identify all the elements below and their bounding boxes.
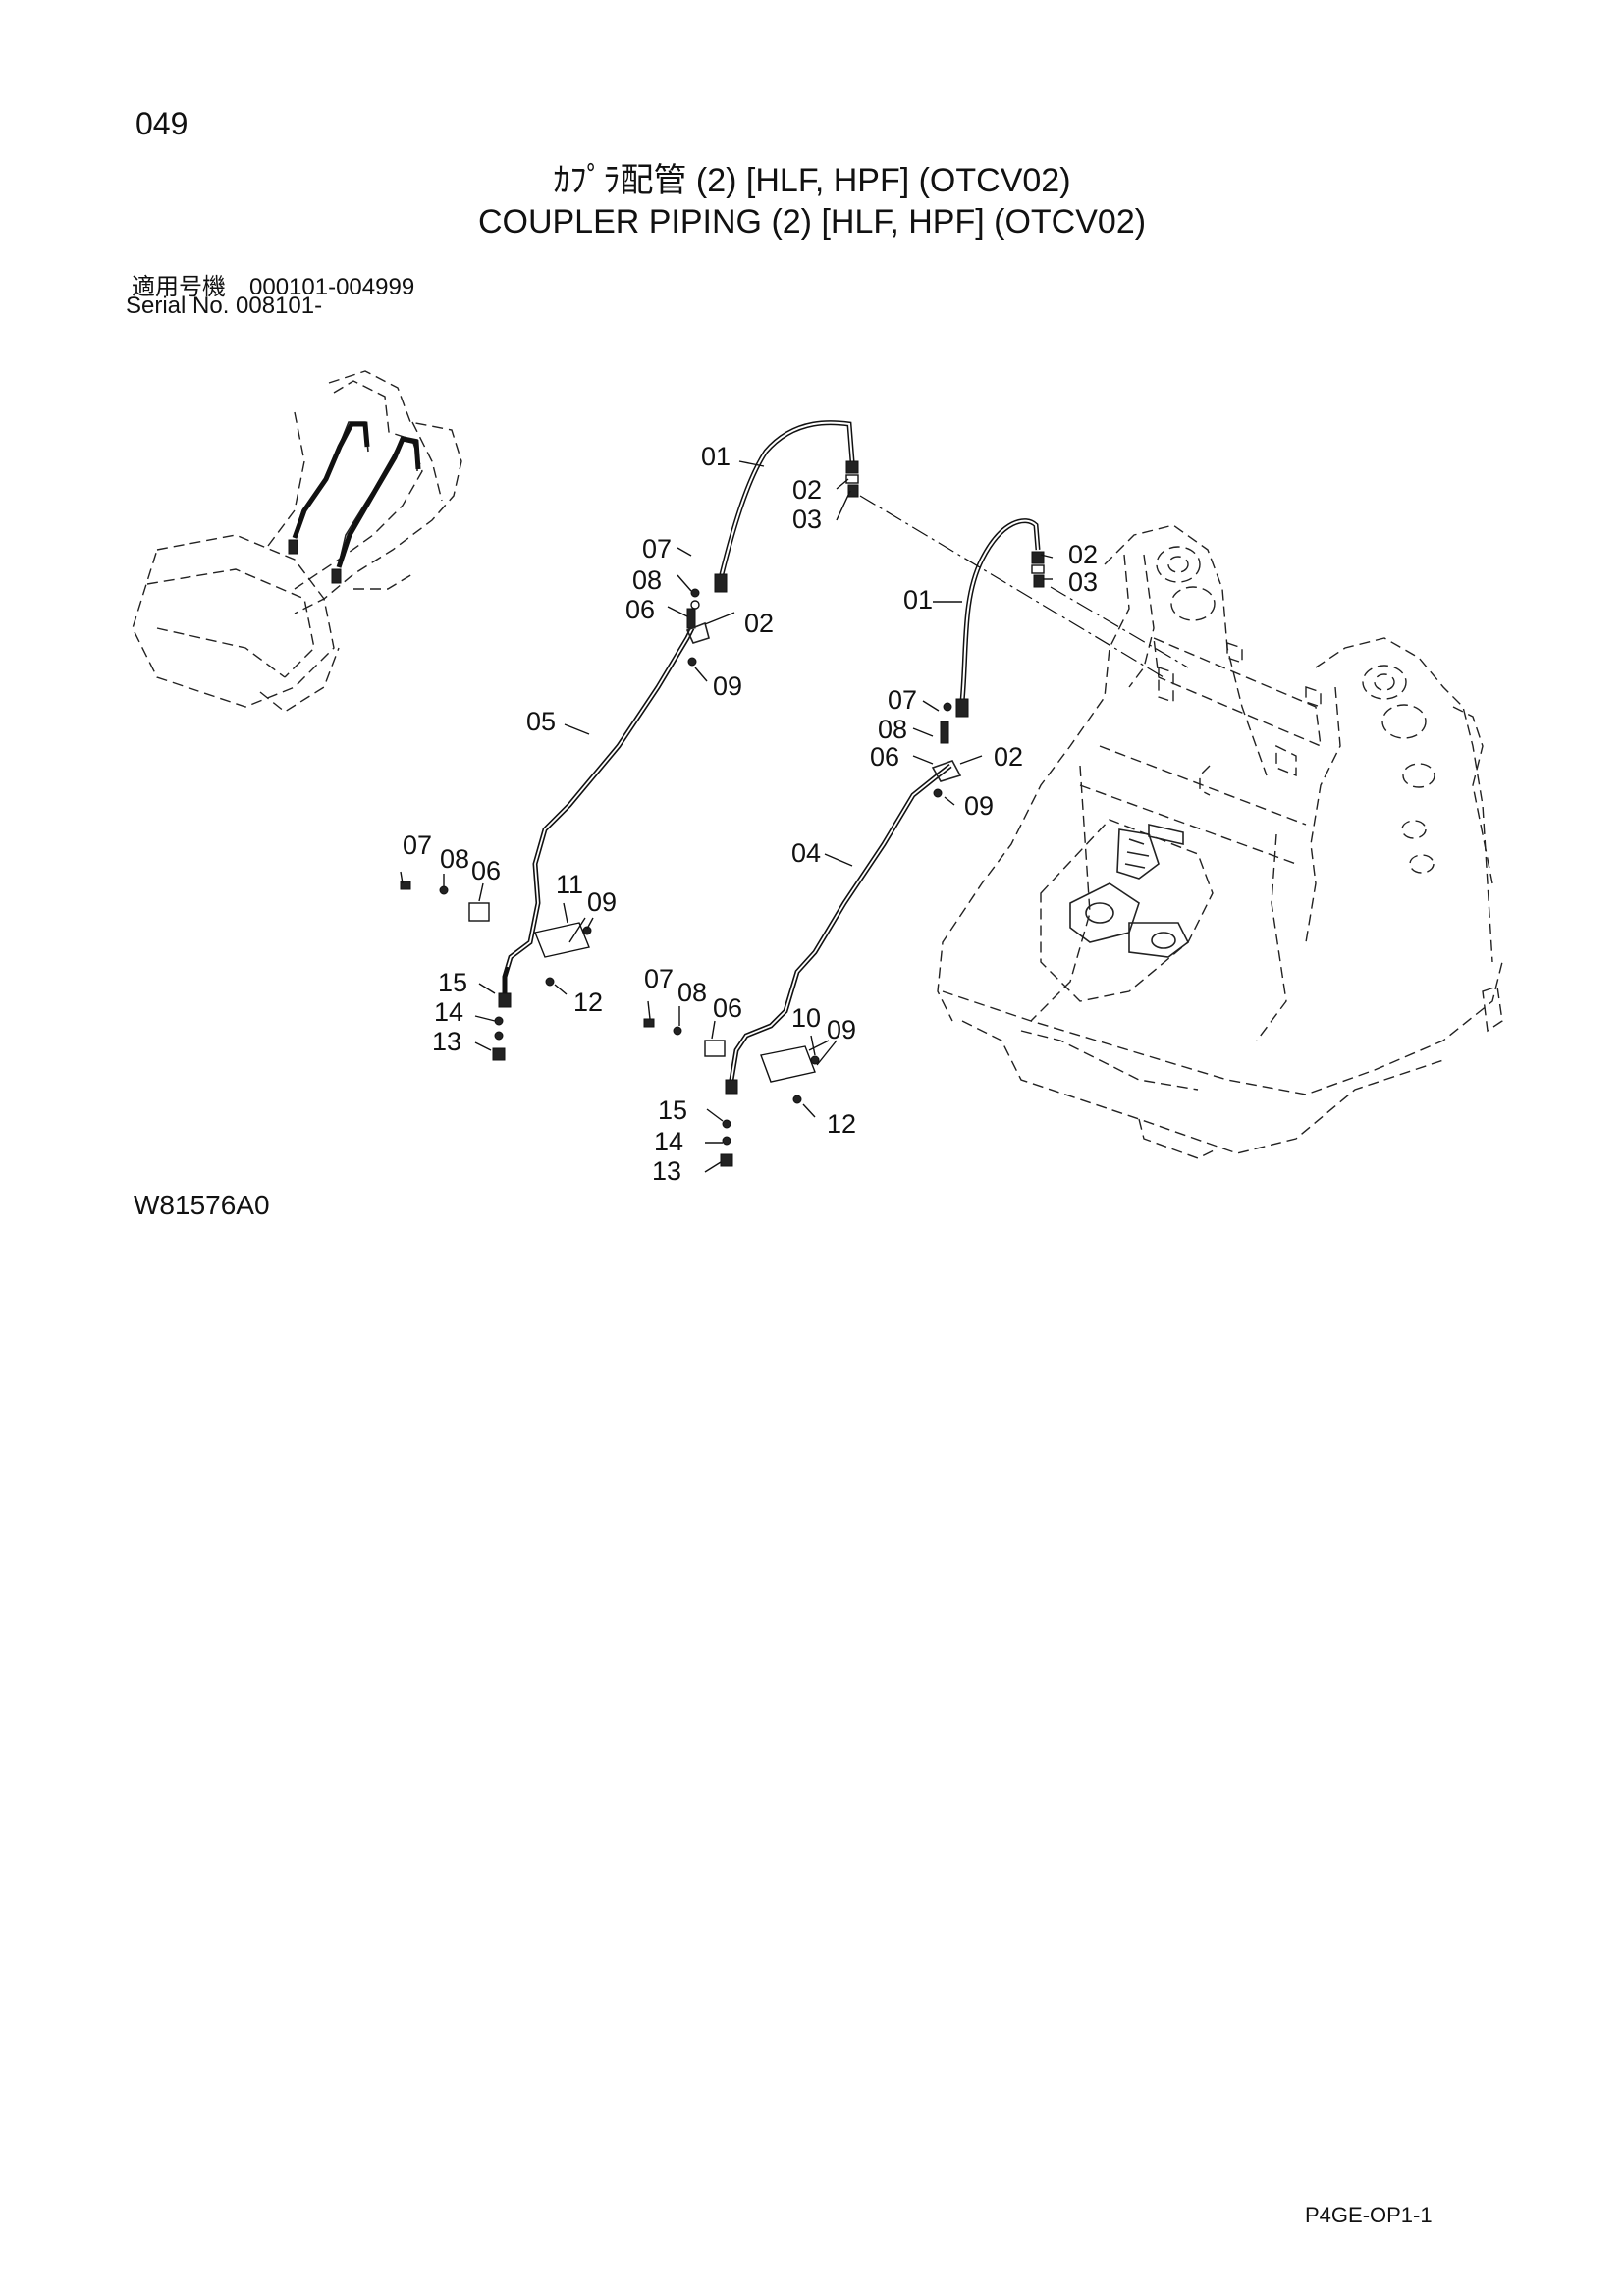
callout-left-upper-clamp: 06: [625, 595, 655, 624]
left-rigid-pipe: [468, 626, 695, 1008]
drawing-id: W81576A0: [134, 1190, 270, 1220]
callout-right-bracket-bolt: 12: [827, 1109, 856, 1139]
callout-right-upper-elbow: 02: [994, 742, 1023, 772]
callout-right-pipe: 04: [791, 838, 821, 868]
left-hose-assembly: [714, 420, 859, 593]
callout-right-lower-bolt: 07: [644, 964, 674, 993]
right-small-parts: [643, 702, 962, 1167]
left-small-parts: [400, 588, 710, 1061]
callout-left-lower-clamp: 06: [471, 856, 501, 885]
callout-right-hose: 01: [903, 585, 933, 614]
callout-right-lower-clamp: 06: [713, 993, 742, 1023]
callout-left-upper-bolt: 07: [642, 534, 672, 563]
callout-right-fitting-14: 14: [654, 1127, 683, 1156]
callout-right-upper-bolt: 07: [888, 685, 917, 715]
centerline-left-hose: [859, 495, 1164, 678]
loader-front-frame: [937, 524, 1503, 1159]
leader-lines: [400, 460, 1054, 1173]
callout-left-fitting-15: 15: [438, 968, 467, 997]
callout-left-pipe: 05: [526, 707, 556, 736]
callout-left-upper-washer: 08: [632, 565, 662, 595]
centerline-right-hose: [1050, 586, 1189, 668]
page-code: P4GE-OP1-1: [1305, 2203, 1433, 2227]
callout-left-lower-washer: 08: [440, 844, 469, 874]
page-title-japanese: ｶﾌﾟﾗ配管 (2) [HLF, HPF] (OTCV02): [553, 162, 1071, 199]
right-rigid-pipe: [704, 764, 952, 1095]
callout-left-bracket-bolt: 12: [573, 988, 603, 1017]
callout-right-connector-a: 02: [1068, 540, 1098, 569]
callout-left-upper-nut: 09: [713, 671, 742, 701]
callout-left-upper-elbow: 02: [744, 609, 774, 638]
page-title-english: COUPLER PIPING (2) [HLF, HPF] (OTCV02): [477, 203, 1147, 240]
callout-right-upper-nut: 09: [964, 791, 994, 821]
callout-right-upper-clamp: 06: [870, 742, 899, 772]
loader-overview-thumbnail: [132, 370, 462, 713]
callout-right-fitting-13: 13: [652, 1156, 681, 1186]
callout-right-upper-washer: 08: [878, 715, 907, 744]
serial-range-english: Serial No. 008101-: [126, 293, 323, 319]
callout-right-bracket: 10: [791, 1003, 821, 1033]
callout-left-fitting-13: 13: [432, 1027, 461, 1056]
callout-right-lower-washer: 08: [677, 978, 707, 1007]
callout-right-connector-b: 03: [1068, 567, 1098, 597]
right-hose-assembly: [955, 518, 1045, 718]
serial-range-japanese: 適用号機 000101-004999: [132, 274, 415, 300]
callout-left-connector-b: 03: [792, 505, 822, 534]
callout-right-bracket-nut: 09: [827, 1015, 856, 1044]
callout-left-hose: 01: [701, 442, 731, 471]
page-number: 049: [135, 106, 189, 141]
callout-left-connector-a: 02: [792, 475, 822, 505]
callout-left-fitting-14: 14: [434, 997, 463, 1027]
callout-right-fitting-15: 15: [658, 1095, 687, 1125]
callout-left-bracket: 11: [556, 870, 583, 899]
callout-left-bracket-nut: 09: [587, 887, 617, 917]
callout-left-lower-bolt: 07: [403, 830, 432, 860]
